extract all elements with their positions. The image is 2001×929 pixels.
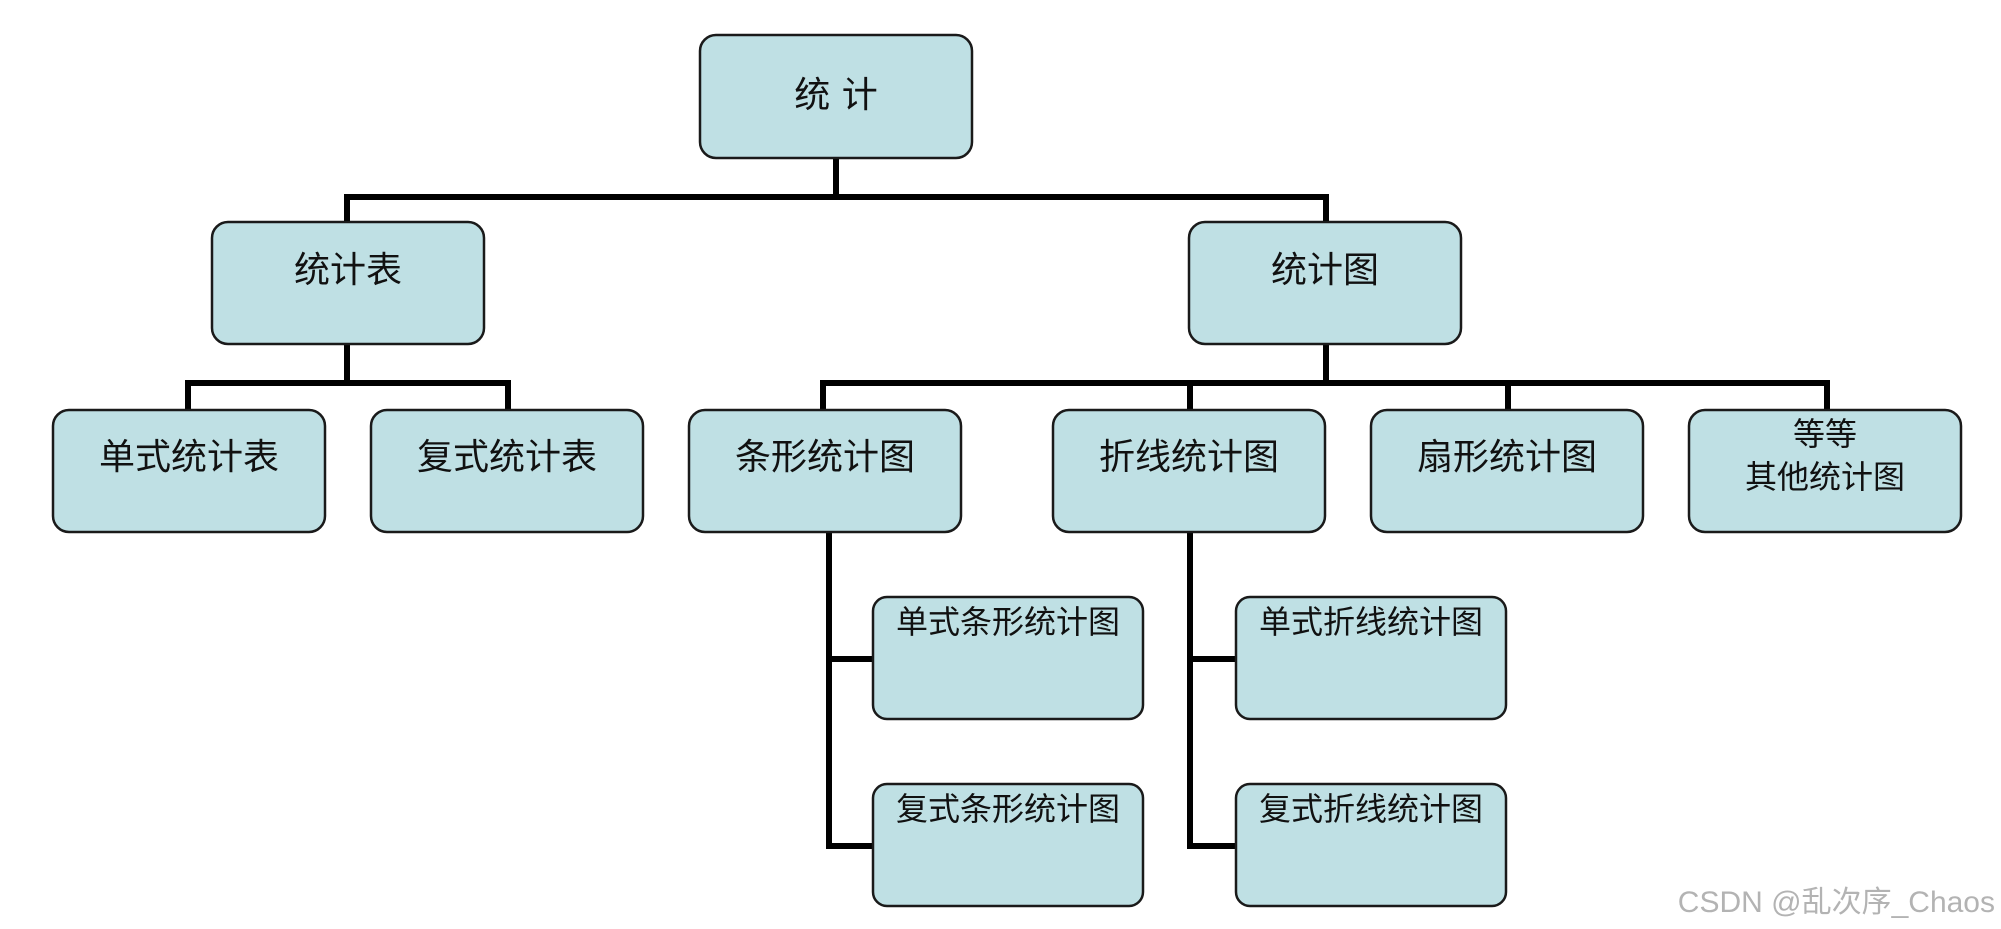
svg-text:单式统计表: 单式统计表	[99, 437, 279, 478]
node-compound-bar-chart: 复式条形统计图	[871, 782, 1145, 908]
svg-text:统计图: 统计图	[1271, 250, 1379, 291]
svg-text:统 计: 统 计	[794, 75, 877, 116]
node-statistical-tables: 统计表	[210, 220, 486, 346]
node-other-charts: 等等 其他统计图	[1687, 408, 1963, 534]
node-statistical-charts: 统计图	[1187, 220, 1463, 346]
svg-text:等等: 等等	[1793, 415, 1857, 453]
node-single-line-chart: 单式折线统计图	[1234, 595, 1508, 721]
svg-text:折线统计图: 折线统计图	[1099, 437, 1279, 478]
svg-text:复式统计表: 复式统计表	[417, 437, 597, 478]
connectors	[185, 155, 1830, 849]
node-statistics: 统 计	[698, 33, 974, 160]
node-compound-table: 复式统计表	[369, 408, 645, 534]
node-bar-chart: 条形统计图	[687, 408, 963, 534]
node-single-bar-chart: 单式条形统计图	[871, 595, 1145, 721]
svg-text:复式折线统计图: 复式折线统计图	[1259, 790, 1483, 828]
svg-text:单式条形统计图: 单式条形统计图	[896, 603, 1120, 641]
svg-text:统计表: 统计表	[294, 250, 402, 291]
svg-text:复式条形统计图: 复式条形统计图	[896, 790, 1120, 828]
svg-text:其他统计图: 其他统计图	[1745, 458, 1905, 496]
svg-text:扇形统计图: 扇形统计图	[1417, 437, 1597, 478]
watermark: CSDN @乱次序_Chaos	[1677, 886, 1995, 919]
svg-text:单式折线统计图: 单式折线统计图	[1259, 603, 1483, 641]
node-compound-line-chart: 复式折线统计图	[1234, 782, 1508, 908]
node-single-table: 单式统计表	[51, 408, 327, 534]
node-line-chart: 折线统计图	[1051, 408, 1327, 534]
svg-text:条形统计图: 条形统计图	[735, 437, 915, 478]
node-pie-chart: 扇形统计图	[1369, 408, 1645, 534]
